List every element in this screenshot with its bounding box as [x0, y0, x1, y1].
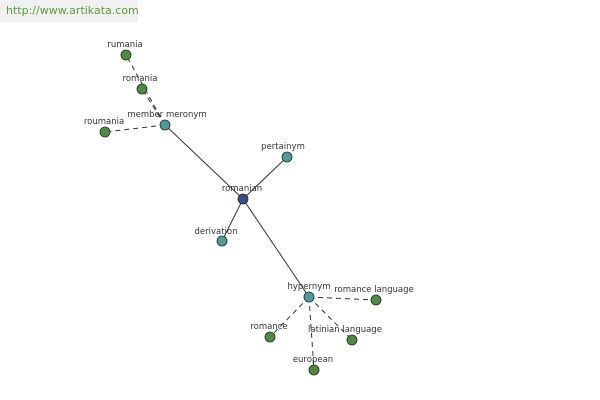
label-rumania: rumania	[107, 40, 142, 50]
label-roumania: roumania	[84, 117, 124, 127]
node-derivation[interactable]	[216, 235, 228, 247]
label-romania: romania	[123, 74, 158, 84]
node-european[interactable]	[308, 364, 320, 376]
edge-member-meronym-romania	[141, 88, 166, 126]
edges	[104, 54, 377, 371]
nodes	[99, 49, 382, 376]
label-romance: romance	[250, 322, 287, 332]
label-romance-language: romance language	[334, 285, 414, 295]
edge-hypernym-latinian-language	[308, 296, 353, 341]
label-pertainym: pertainym	[261, 142, 305, 152]
node-romance[interactable]	[264, 331, 276, 343]
source-url-watermark: http://www.artikata.com	[0, 0, 139, 22]
edge-romanian-pertainym	[242, 156, 288, 200]
edge-romanian-hypernym	[242, 198, 310, 298]
edge-romanian-derivation	[221, 198, 244, 242]
label-romanian: romanian	[222, 184, 262, 194]
edge-hypernym-romance-language	[308, 296, 377, 301]
node-latinian-language[interactable]	[346, 334, 358, 346]
edge-member-meronym-roumania	[104, 124, 166, 133]
edge-romanian-member-meronym	[164, 124, 244, 200]
node-pertainym[interactable]	[281, 151, 293, 163]
edge-hypernym-romance	[269, 296, 310, 338]
node-roumania[interactable]	[99, 126, 111, 138]
label-hypernym: hypernym	[287, 282, 330, 292]
edge-hypernym-european	[308, 296, 315, 371]
label-european: european	[293, 355, 333, 365]
node-romania[interactable]	[136, 83, 148, 95]
label-member-meronym: member meronym	[127, 110, 206, 120]
labels: romanian member meronym pertainym deriva…	[84, 40, 414, 365]
node-hypernym[interactable]	[303, 291, 315, 303]
label-derivation: derivation	[194, 227, 237, 237]
node-romance-language[interactable]	[370, 294, 382, 306]
node-member-meronym[interactable]	[159, 119, 171, 131]
node-rumania[interactable]	[120, 49, 132, 61]
label-latinian-language: latinian language	[308, 325, 382, 335]
node-romanian[interactable]	[237, 193, 249, 205]
